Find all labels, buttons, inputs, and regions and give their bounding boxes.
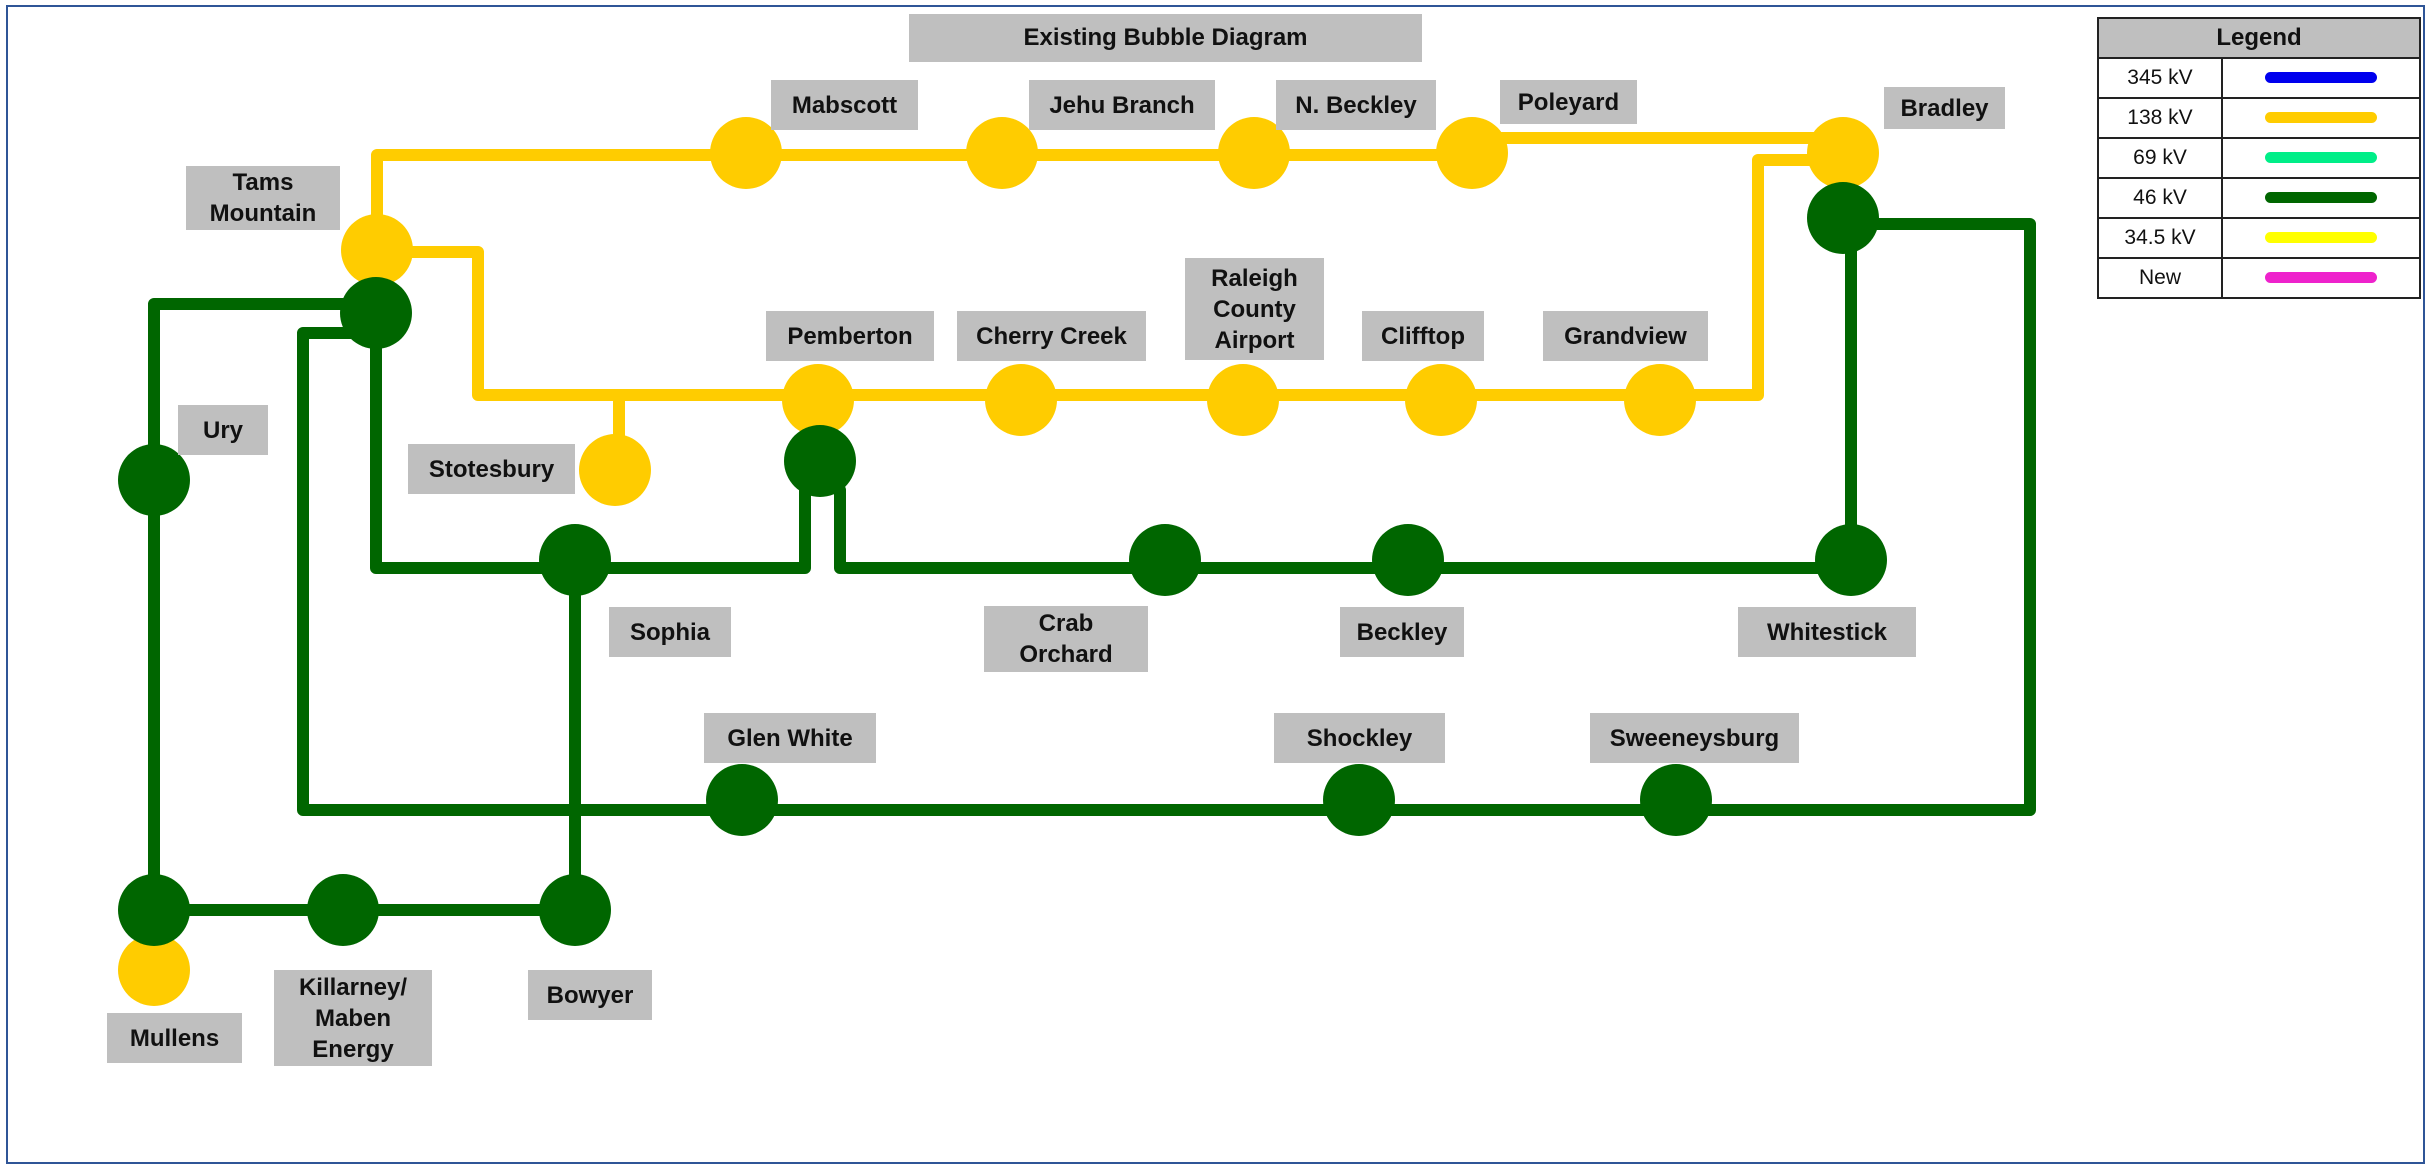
legend-heading: Legend <box>2097 17 2421 59</box>
label-glen-white: Glen White <box>704 713 876 763</box>
label-raleigh-county-airport: Raleigh County Airport <box>1185 258 1324 360</box>
node-tams-mountain-138[interactable] <box>341 214 413 286</box>
legend-row: 345 kV <box>2097 57 2421 99</box>
label-killarney-maben-energy: Killarney/ Maben Energy <box>274 970 432 1066</box>
node-mabscott-138[interactable] <box>710 117 782 189</box>
label-grandview: Grandview <box>1543 311 1708 361</box>
legend-label: 46 kV <box>2097 177 2223 219</box>
node-mullens-46[interactable] <box>118 874 190 946</box>
node-cherry-creek-138[interactable] <box>985 364 1057 436</box>
legend-label: 69 kV <box>2097 137 2223 179</box>
diagram-frame <box>6 5 2425 1164</box>
line-46kv-glenwhite-loop <box>297 218 2036 816</box>
node-pemberton-46[interactable] <box>784 425 856 497</box>
label-cherry-creek: Cherry Creek <box>957 311 1146 361</box>
node-bowyer-46[interactable] <box>539 874 611 946</box>
node-poleyard-138[interactable] <box>1436 117 1508 189</box>
node-crab-orchard-46[interactable] <box>1129 524 1201 596</box>
node-mullens-138[interactable] <box>118 934 190 1006</box>
label-shockley: Shockley <box>1274 713 1445 763</box>
label-jehu-branch: Jehu Branch <box>1029 80 1215 130</box>
node-shockley-46[interactable] <box>1323 764 1395 836</box>
node-killarney-46[interactable] <box>307 874 379 946</box>
node-sophia-46[interactable] <box>539 524 611 596</box>
lines-138kv <box>371 132 1849 476</box>
legend-swatch-46kv <box>2265 192 2377 204</box>
legend-row: 34.5 kV <box>2097 217 2421 259</box>
legend-swatch-new <box>2265 272 2377 284</box>
legend-table: Legend 345 kV 138 kV 69 kV 46 kV 34.5 kV… <box>2097 17 2421 299</box>
label-bowyer: Bowyer <box>528 970 652 1020</box>
legend-row: 138 kV <box>2097 97 2421 139</box>
legend-label: 138 kV <box>2097 97 2223 139</box>
node-stotesbury-138[interactable] <box>579 434 651 506</box>
node-n-beckley-138[interactable] <box>1218 117 1290 189</box>
label-sweeneysburg: Sweeneysburg <box>1590 713 1799 763</box>
label-whitestick: Whitestick <box>1738 607 1916 657</box>
label-tams-mountain: Tams Mountain <box>186 166 340 230</box>
label-n-beckley: N. Beckley <box>1276 80 1436 130</box>
label-clifftop: Clifftop <box>1362 311 1484 361</box>
label-sophia: Sophia <box>609 607 731 657</box>
label-stotesbury: Stotesbury <box>408 444 575 494</box>
node-clifftop-138[interactable] <box>1405 364 1477 436</box>
legend-row: 69 kV <box>2097 137 2421 179</box>
legend-row: New <box>2097 257 2421 299</box>
node-whitestick-46[interactable] <box>1815 524 1887 596</box>
node-sweeneysburg-46[interactable] <box>1640 764 1712 836</box>
node-bradley-138[interactable] <box>1807 117 1879 189</box>
diagram-title: Existing Bubble Diagram <box>909 14 1422 62</box>
label-ury: Ury <box>178 405 268 455</box>
node-beckley-46[interactable] <box>1372 524 1444 596</box>
node-bradley-46[interactable] <box>1807 182 1879 254</box>
legend-label: New <box>2097 257 2223 299</box>
legend-swatch-34-5kv <box>2265 232 2377 244</box>
node-glen-white-46[interactable] <box>706 764 778 836</box>
node-jehu-branch-138[interactable] <box>966 117 1038 189</box>
legend-label: 345 kV <box>2097 57 2223 99</box>
label-beckley: Beckley <box>1340 607 1464 657</box>
node-tams-mountain-46[interactable] <box>340 277 412 349</box>
label-poleyard: Poleyard <box>1500 80 1637 124</box>
node-grandview-138[interactable] <box>1624 364 1696 436</box>
legend-swatch-345kv <box>2265 72 2377 84</box>
node-raleigh-county-airport-138[interactable] <box>1207 364 1279 436</box>
line-138kv-north <box>371 149 1481 258</box>
line-46kv-pemberton-whitestick <box>834 212 1857 574</box>
legend-swatch-138kv <box>2265 112 2377 124</box>
label-crab-orchard: Crab Orchard <box>984 606 1148 672</box>
line-138kv-tams-south <box>371 154 1846 401</box>
legend-label: 34.5 kV <box>2097 217 2223 259</box>
station-nodes <box>118 117 1887 1006</box>
label-mabscott: Mabscott <box>771 80 918 130</box>
label-mullens: Mullens <box>107 1013 242 1063</box>
label-bradley: Bradley <box>1884 87 2005 129</box>
legend-row: 46 kV <box>2097 177 2421 219</box>
legend-swatch-69kv <box>2265 152 2377 164</box>
label-pemberton: Pemberton <box>766 311 934 361</box>
node-ury-46[interactable] <box>118 444 190 516</box>
node-pemberton-138[interactable] <box>782 364 854 436</box>
